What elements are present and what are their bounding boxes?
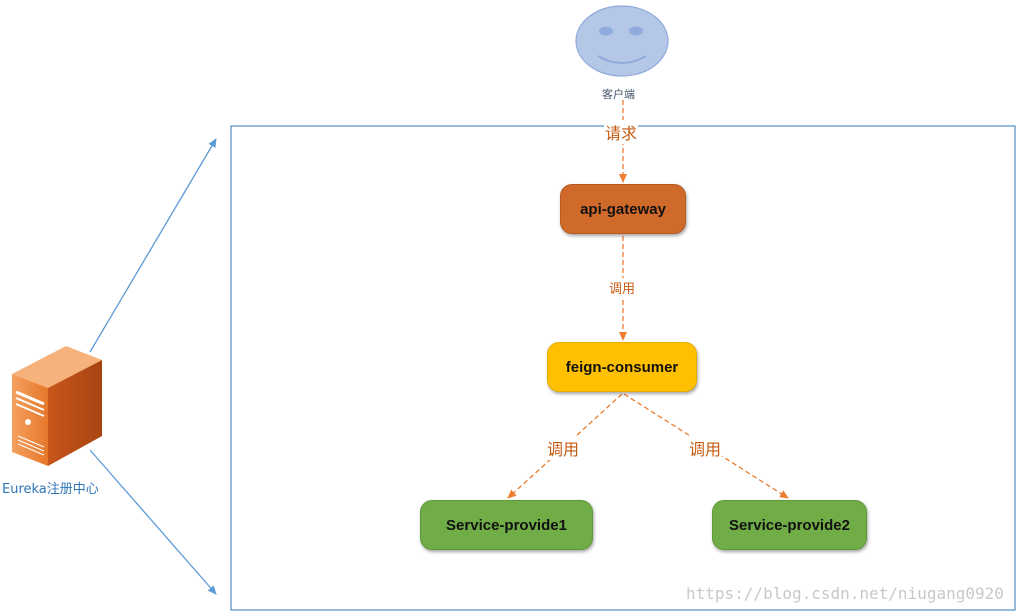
smiley-face-icon xyxy=(575,5,669,77)
api-gateway-node: api-gateway xyxy=(560,184,686,234)
watermark: https://blog.csdn.net/niugang0920 xyxy=(686,584,1004,603)
edge-label-gateway-consumer: 调用 xyxy=(608,278,637,297)
edge-label-consumer-provider2: 调用 xyxy=(688,436,723,460)
service-provide2-node: Service-provide2 xyxy=(712,500,867,550)
service-provide1-node: Service-provide1 xyxy=(420,500,593,550)
registry-to-frame-top-arrow xyxy=(89,138,217,353)
registry-to-frame-bottom-arrow xyxy=(89,449,217,595)
feign-consumer-node: feign-consumer xyxy=(547,342,697,392)
edge-label-consumer-provider1: 调用 xyxy=(546,436,581,460)
client-label: 客户端 xyxy=(602,88,635,101)
consumer-to-provider1-arrow xyxy=(507,393,623,499)
registry-label: Eureka注册中心 xyxy=(2,482,99,497)
edge-label-request: 请求 xyxy=(604,120,639,144)
server-icon xyxy=(12,346,102,466)
